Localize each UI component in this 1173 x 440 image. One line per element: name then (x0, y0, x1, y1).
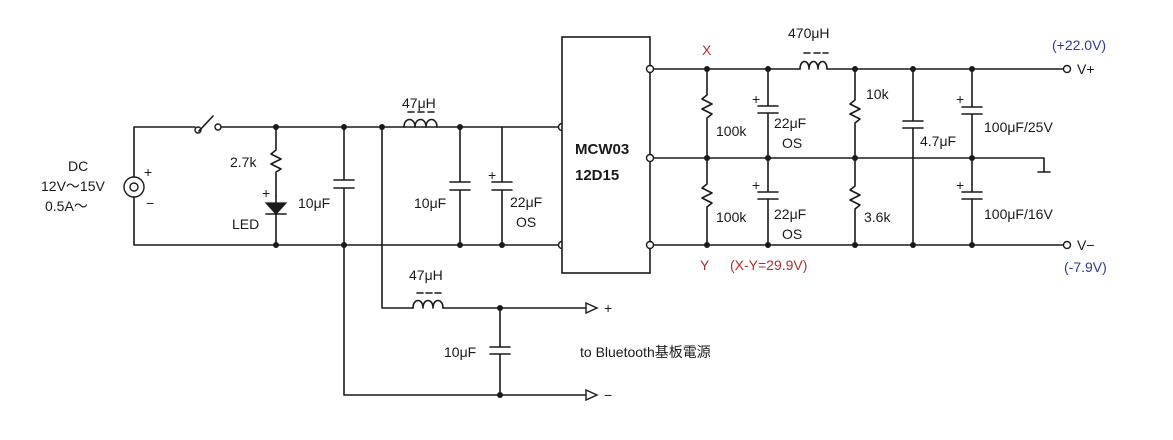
module-pin-minus (645, 240, 655, 250)
capacitor-4u7 (902, 68, 924, 246)
resistor-100k-top (701, 68, 713, 159)
capacitor-bt (489, 307, 511, 396)
capacitor-c3 (491, 126, 513, 246)
ground-rail-left (133, 196, 561, 246)
cap-22uf-bottom-label-1: 22μF (774, 206, 806, 222)
resistor-10k (849, 68, 861, 159)
led-plus-mark: + (262, 185, 270, 201)
junctions-left (273, 124, 505, 248)
inductor-l1-label: 47μH (402, 95, 436, 111)
cap-c3-label-2: OS (516, 214, 536, 230)
cap-22uf-bottom-label-2: OS (782, 226, 802, 242)
cap-100uf-bottom-plus: + (956, 177, 964, 193)
terminal-vminus (1062, 240, 1072, 250)
dc-input-jack (123, 176, 145, 198)
cap-c2-label: 10μF (414, 195, 446, 211)
capacitor-c1 (333, 126, 355, 246)
bt-feed-wire (381, 126, 414, 309)
capacitor-22uf-bottom (757, 157, 779, 246)
cap-22uf-top-label-1: 22μF (774, 115, 806, 131)
led-diode (264, 195, 288, 246)
vplus-value: (+22.0V) (1052, 37, 1106, 53)
inductor-l2-label: 47μH (409, 267, 443, 283)
capacitor-c2 (449, 126, 471, 246)
cap-22uf-bottom-plus: + (752, 177, 760, 193)
bluetooth-label: to Bluetooth基板電源 (580, 344, 711, 360)
led-resistor-label: 2.7k (230, 154, 257, 170)
cap-4u7-label: 4.7μF (920, 133, 956, 149)
input-label-current: 0.5A～ (45, 198, 88, 214)
input-wire-top (133, 126, 196, 178)
module-pin-com (645, 153, 655, 163)
module-name-line1: MCW03 (575, 141, 629, 158)
rail-common (653, 157, 1051, 173)
cap-c1-label: 10μF (298, 195, 330, 211)
input-minus-mark: − (146, 195, 154, 211)
cap-100uf-bottom-label: 100μF/16V (984, 206, 1053, 222)
input-plus-mark: + (144, 164, 152, 180)
junctions-right (704, 66, 975, 248)
bt-minus-wire (343, 244, 587, 396)
inductor-l2 (412, 292, 444, 309)
bt-minus-mark: − (604, 387, 612, 403)
bt-plus-arrow (585, 301, 599, 315)
cap-100uf-top-label: 100μF/25V (984, 119, 1053, 135)
vminus-label: V− (1077, 237, 1095, 253)
bt-minus-arrow (585, 388, 599, 402)
cap-22uf-top-label-2: OS (782, 135, 802, 151)
resistor-100k-bottom-label: 100k (716, 209, 747, 225)
cap-100uf-top-plus: + (956, 91, 964, 107)
inductor-l3-label: 470μH (788, 25, 830, 41)
cap-c3-label-1: 22μF (510, 194, 542, 210)
cap-22uf-top-plus: + (752, 91, 760, 107)
vplus-label: V+ (1077, 61, 1095, 77)
capacitor-100uf-16v (961, 157, 983, 246)
resistor-100k-bottom (701, 157, 713, 246)
resistor-3k6 (849, 157, 861, 246)
input-label-voltage: 12V～15V (41, 178, 105, 194)
led-resistor (270, 126, 282, 197)
inductor-l1 (403, 111, 438, 128)
capacitor-22uf-top (757, 68, 779, 159)
module-name-line2: 12D15 (575, 167, 619, 184)
led-label: LED (232, 216, 259, 232)
inductor-l3 (799, 52, 829, 70)
capacitor-100uf-25v (961, 68, 983, 159)
cap-c3-plus: + (488, 167, 496, 183)
resistor-3k6-label: 3.6k (864, 209, 891, 225)
power-switch (194, 115, 222, 134)
node-xy-voltage: (X-Y=29.9V) (730, 257, 807, 273)
vminus-value: (-7.9V) (1064, 259, 1107, 275)
input-label-dc: DC (68, 158, 88, 174)
module-pin-plus (645, 64, 655, 74)
cap-bt-label: 10μF (444, 344, 476, 360)
node-x-label: X (702, 42, 712, 58)
node-y-label: Y (700, 257, 710, 273)
terminal-vplus (1062, 64, 1072, 74)
resistor-10k-label: 10k (866, 86, 890, 102)
bt-plus-mark: + (604, 300, 612, 316)
resistor-100k-top-label: 100k (716, 123, 747, 139)
